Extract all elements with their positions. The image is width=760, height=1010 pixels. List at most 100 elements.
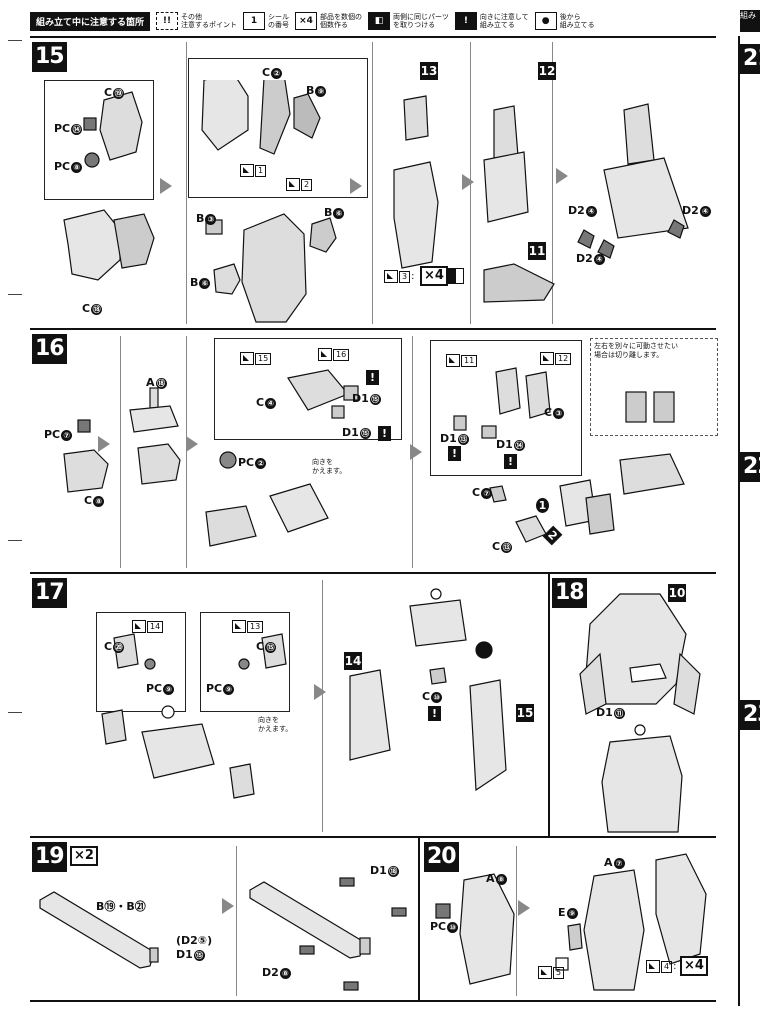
divider <box>322 580 323 832</box>
section-rule <box>30 572 716 574</box>
turn-note: 向きを かえます。 <box>312 458 347 475</box>
warning-icon: ! <box>428 706 441 721</box>
sub-assembly-number: 11 <box>528 242 546 260</box>
legend-text: その他 注意するポイント <box>181 13 238 29</box>
step19-parts <box>39 877 407 991</box>
sub-assembly-number: 14 <box>344 652 362 670</box>
legend-text: 両側に同じパーツ を取りつける <box>393 13 449 29</box>
next-page-legend-tab: 組み <box>740 10 760 32</box>
step-number-18: 18 <box>552 578 587 608</box>
legend-text: 後から 組み立てる <box>559 13 595 29</box>
next-arrow <box>350 178 362 194</box>
turn-note: 向きを かえます。 <box>258 716 293 733</box>
legend-text: 部品を数個の 個数作る <box>320 13 363 29</box>
step-number-21: 21 <box>740 44 760 74</box>
divider <box>552 42 553 324</box>
seal-marker: 4: <box>646 960 676 973</box>
step17-parts <box>101 588 507 799</box>
mirror-icon: ◧ <box>368 12 391 30</box>
seal-marker: 12 <box>540 352 572 365</box>
legend-item-point: !! その他 注意するポイント <box>156 12 237 30</box>
section-rule <box>30 836 716 838</box>
divider <box>418 838 420 1000</box>
legend-title: 組み立て中に注意する箇所 <box>30 11 151 31</box>
step-number-17: 17 <box>32 578 67 608</box>
point-icon: !! <box>156 12 179 30</box>
step-number-15: 15 <box>32 42 67 72</box>
warning-icon: ! <box>366 370 379 385</box>
step-number-16: 16 <box>32 334 67 364</box>
next-arrow <box>462 174 474 190</box>
seal-icon: 1 <box>243 12 266 30</box>
margin-mark <box>8 540 22 541</box>
page-gutter <box>738 36 740 1006</box>
mirror-icon <box>448 268 464 284</box>
later-icon: ● <box>534 12 557 30</box>
step16-parts <box>63 367 685 547</box>
warning-icon: ! <box>504 454 517 469</box>
sub-assembly-number: 12 <box>538 62 556 80</box>
divider <box>120 336 121 568</box>
sub-assembly-number: 10 <box>668 584 686 602</box>
sub-assembly-number: 15 <box>516 704 534 722</box>
next-arrow <box>160 178 172 194</box>
seal-marker: 11 <box>446 354 478 367</box>
warning-icon: ! <box>448 446 461 461</box>
count-badge: ×2 <box>70 846 98 866</box>
legend-item-later: ● 後から 組み立てる <box>534 12 595 30</box>
step18-parts <box>579 593 701 833</box>
next-arrow <box>314 684 326 700</box>
divider <box>186 336 187 568</box>
divider <box>372 42 373 324</box>
warning-icon: ! <box>454 12 477 30</box>
section-rule <box>30 328 716 330</box>
seal-marker: 15 <box>240 352 272 365</box>
divider <box>186 42 187 324</box>
part-label: (D2⑤) <box>176 934 213 947</box>
next-arrow <box>186 436 198 452</box>
margin-mark <box>8 294 22 295</box>
section-rule <box>30 36 716 38</box>
section-rule <box>30 1000 716 1002</box>
seal-marker: 2 <box>286 178 313 191</box>
count-badge: ×4 <box>680 956 708 976</box>
count-icon: ×4 <box>295 12 318 30</box>
part-label: B⑲・B㉑ <box>96 900 146 913</box>
next-arrow <box>556 168 568 184</box>
step20-parts <box>435 853 707 991</box>
seal-marker: 13 <box>232 620 264 633</box>
order-marker-1: 1 <box>536 498 549 513</box>
next-arrow <box>222 898 234 914</box>
legend-text: シール の番号 <box>268 13 290 29</box>
count-badge: ×4 <box>420 266 448 286</box>
legend-text: 向きに注意して 組み立てる <box>479 13 529 29</box>
